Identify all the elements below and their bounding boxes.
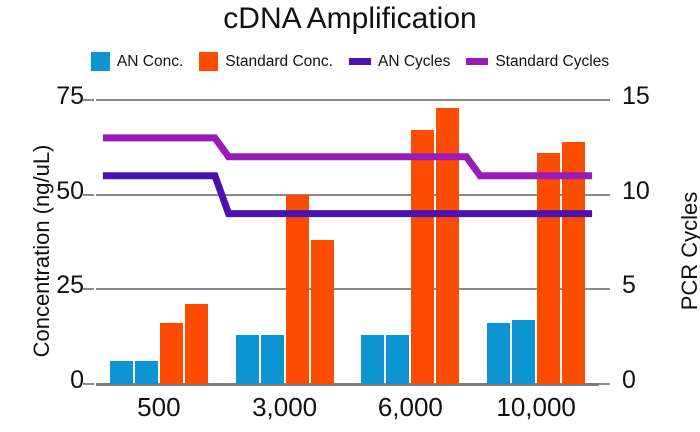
- line-series: [102, 134, 593, 180]
- bar: [411, 130, 435, 384]
- bar: [159, 323, 183, 384]
- legend-item-label: Standard Conc.: [225, 52, 333, 70]
- chart-legend: AN Conc. Standard Conc. AN Cycles Standard …: [0, 52, 700, 71]
- line-series: [102, 172, 593, 218]
- bar: [512, 319, 536, 384]
- x-axis-tick-label: 3,000: [252, 392, 318, 422]
- legend-item-label: AN Conc.: [116, 52, 184, 70]
- y2-axis-tick-label: 10: [622, 176, 650, 205]
- x-axis-tick-label: 6,000: [377, 392, 443, 422]
- bar: [361, 334, 385, 384]
- bar: [109, 361, 133, 384]
- legend-item[interactable]: AN Cycles: [348, 52, 451, 71]
- gridline: [96, 383, 599, 386]
- bar: [134, 361, 158, 384]
- legend-item[interactable]: Standard Conc.: [199, 52, 333, 71]
- plot-area: [83, 99, 610, 386]
- bar: [235, 334, 259, 384]
- y-axis-tick-mark: [83, 383, 94, 385]
- bar: [285, 194, 309, 384]
- bar: [386, 334, 410, 384]
- legend-item-label: Standard Cycles: [495, 52, 610, 70]
- legend-item-label: AN Cycles: [377, 52, 451, 70]
- y-axis-tick-mark: [83, 99, 94, 101]
- y2-axis-tick-label: 15: [622, 82, 650, 110]
- legend-item[interactable]: Standard Cycles: [466, 53, 609, 71]
- bar: [310, 240, 334, 384]
- y2-axis-tick-label: 5: [622, 271, 636, 300]
- y2-axis-tick-mark: [599, 383, 610, 385]
- y-axis-title: Concentration (ng/uL): [29, 144, 54, 358]
- bar: [562, 141, 586, 384]
- y-axis-tick-label: 50: [56, 176, 84, 205]
- x-axis-tick-label: 10,000: [496, 392, 576, 422]
- y2-axis-tick-mark: [599, 193, 610, 196]
- legend-square-icon: [199, 52, 219, 71]
- chart-title: cDNA Amplification: [223, 2, 477, 35]
- bar: [436, 107, 460, 384]
- gridline: [96, 288, 599, 291]
- y-axis-tick-label: 75: [56, 82, 84, 110]
- legend-line-icon: [466, 58, 489, 65]
- legend-line-icon: [348, 58, 371, 65]
- y-axis-tick-mark: [83, 288, 94, 291]
- bar: [184, 304, 208, 384]
- gridline: [96, 99, 599, 101]
- line-layer: [102, 134, 593, 218]
- legend-square-icon: [90, 52, 110, 71]
- y-axis-tick-label: 25: [56, 271, 84, 300]
- y2-axis-title: PCR Cycles: [677, 191, 700, 311]
- bar: [260, 334, 284, 384]
- y2-axis-tick-label: 0: [622, 366, 636, 394]
- y-axis-tick-label: 0: [70, 366, 84, 394]
- legend-item[interactable]: AN Conc.: [90, 52, 184, 71]
- bar: [487, 323, 511, 384]
- gridline: [96, 193, 599, 196]
- y-axis-tick-mark: [83, 193, 94, 196]
- y2-axis-tick-mark: [599, 99, 610, 101]
- x-axis-tick-label: 500: [137, 392, 181, 422]
- y2-axis-tick-mark: [599, 288, 610, 291]
